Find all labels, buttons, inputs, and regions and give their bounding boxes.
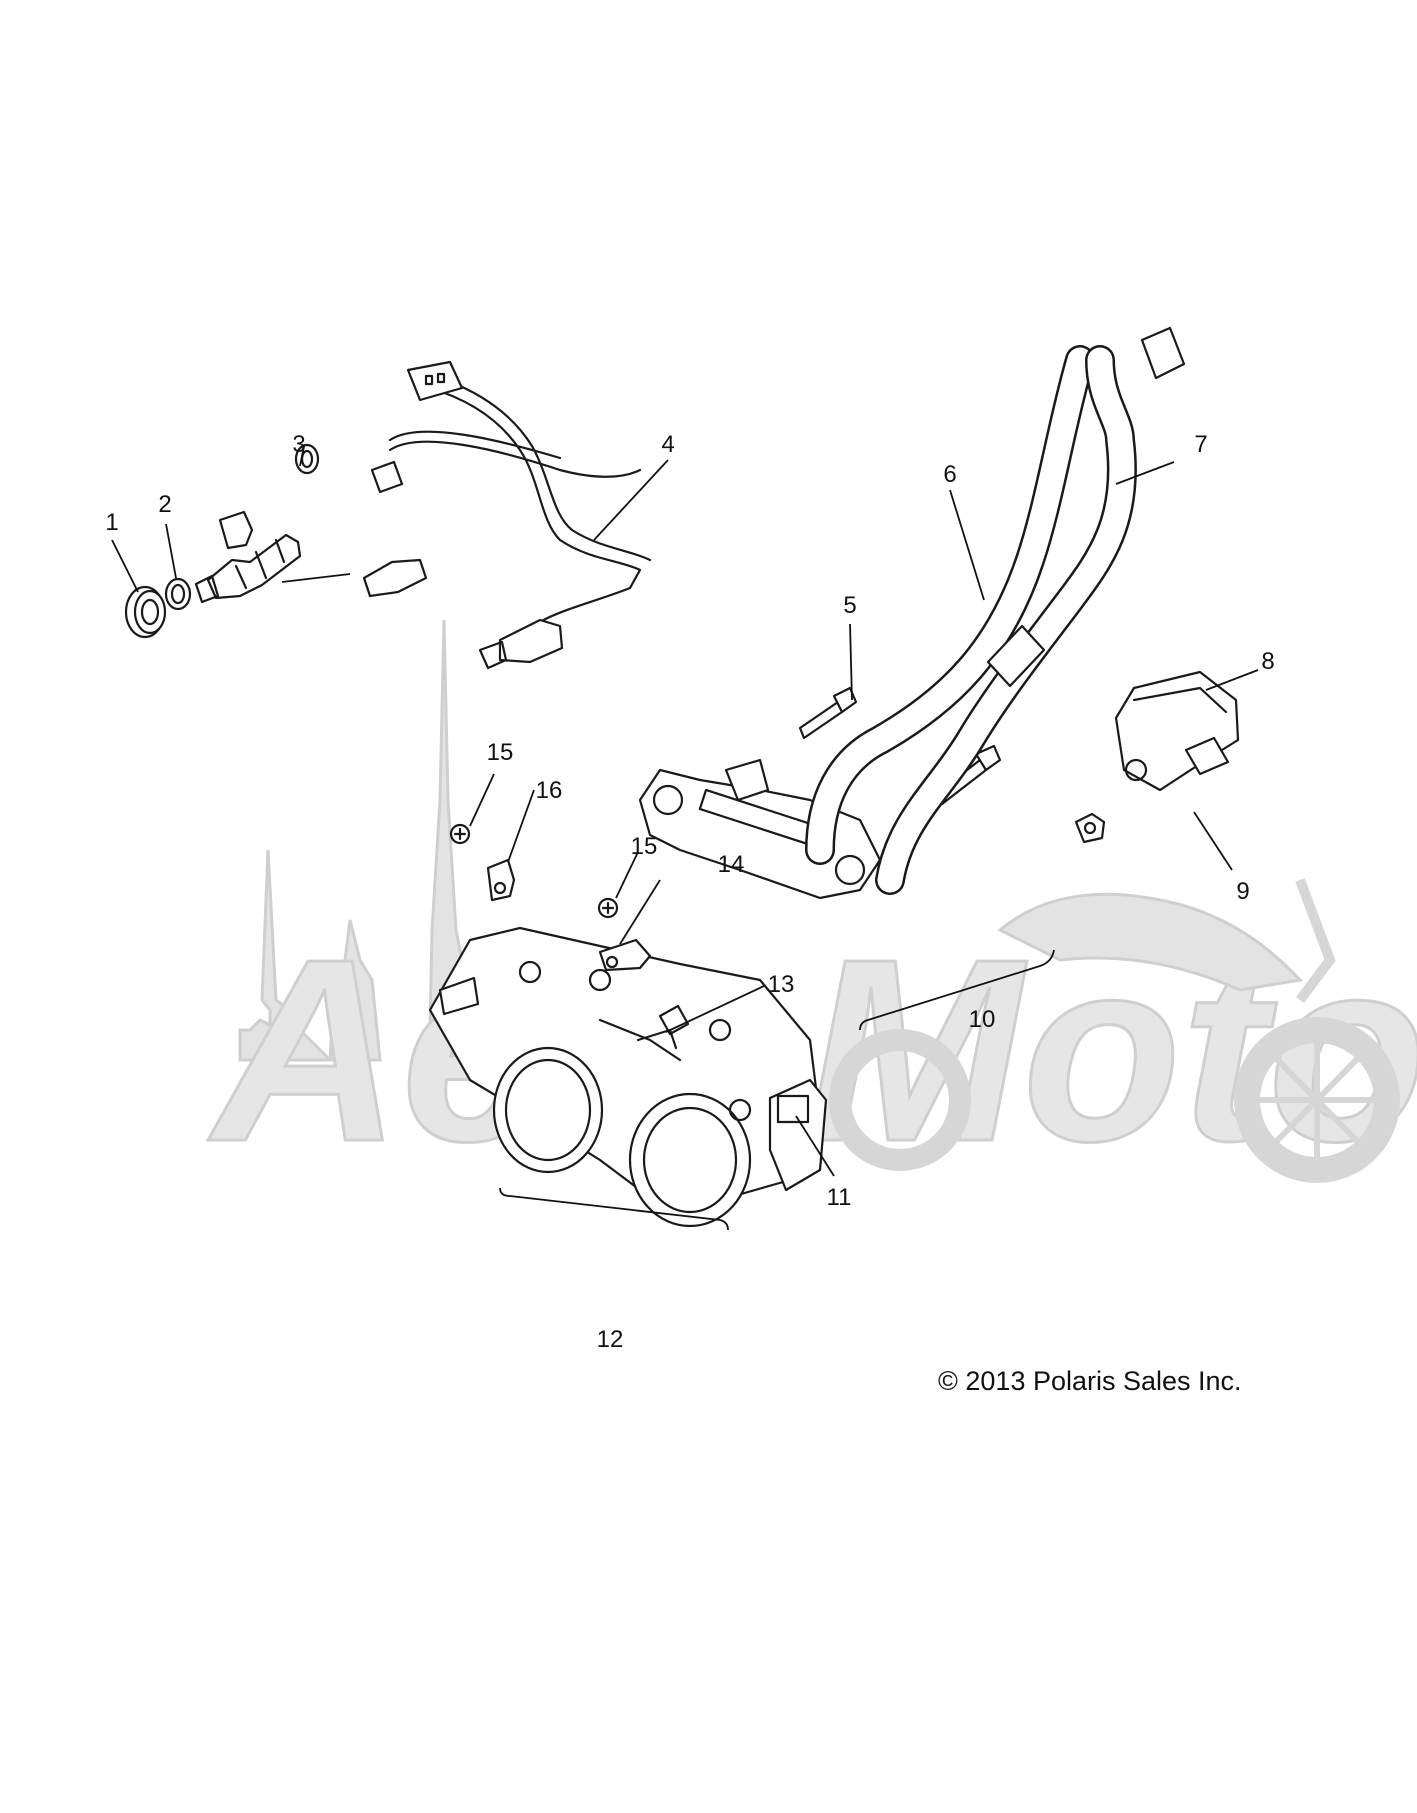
callout-16: 16: [536, 777, 563, 804]
callout-9: 9: [1236, 878, 1249, 905]
part-15-screw: [449, 823, 471, 845]
watermark-skyline: [238, 619, 562, 1062]
callout-15-secondary: 15: [631, 833, 658, 860]
fuel-injector: [194, 510, 302, 604]
part-11-throttle-position-sensor: [768, 1078, 828, 1192]
callout-8: 8: [1261, 648, 1274, 675]
part-6-fuel-hose: [805, 345, 1095, 865]
part-14-clip: [598, 938, 652, 972]
part-13-connector: [636, 1004, 690, 1050]
part-9-screw: [1074, 812, 1106, 844]
part-2-o-ring: [164, 577, 192, 611]
brace-group-10: [859, 949, 1055, 1031]
watermark-motorcycle: [829, 878, 1400, 1183]
callout-3: 3: [292, 431, 305, 458]
callout-14: 14: [718, 851, 745, 878]
injector-to-harness-leader: [281, 573, 351, 583]
copyright-notice: © 2013 Polaris Sales Inc.: [938, 1366, 1242, 1396]
part-7-fuel-hose: [875, 326, 1186, 895]
part-15-screw-secondary: [597, 897, 619, 919]
callout-11: 11: [827, 1184, 852, 1211]
part-8-sensor: [1114, 670, 1240, 792]
callout-2: 2: [158, 491, 171, 518]
callouts: 1 2 3 4 5 6 7 8 9 10 11 12 13 14 15 15 1…: [105, 431, 1274, 1353]
part-3-o-ring: [294, 443, 320, 475]
callout-6: 6: [943, 461, 956, 488]
part-16-clip: [486, 858, 516, 902]
callout-1: 1: [105, 509, 118, 536]
brace-group-12: [499, 1187, 729, 1231]
leader-lines: [111, 445, 1259, 1177]
callout-15: 15: [487, 739, 514, 766]
callout-13: 13: [768, 971, 795, 998]
callout-10: 10: [969, 1006, 996, 1033]
part-1-seal: [124, 585, 167, 639]
callout-12: 12: [597, 1326, 624, 1353]
part-4-injector-harness: [362, 360, 652, 670]
callout-5: 5: [843, 592, 856, 619]
part-5-bolt-secondary: [934, 744, 1002, 806]
part-5-bolt: [798, 686, 858, 740]
callout-4: 4: [661, 431, 674, 458]
callout-7: 7: [1194, 431, 1207, 458]
part-12-throttle-body: [428, 926, 822, 1228]
